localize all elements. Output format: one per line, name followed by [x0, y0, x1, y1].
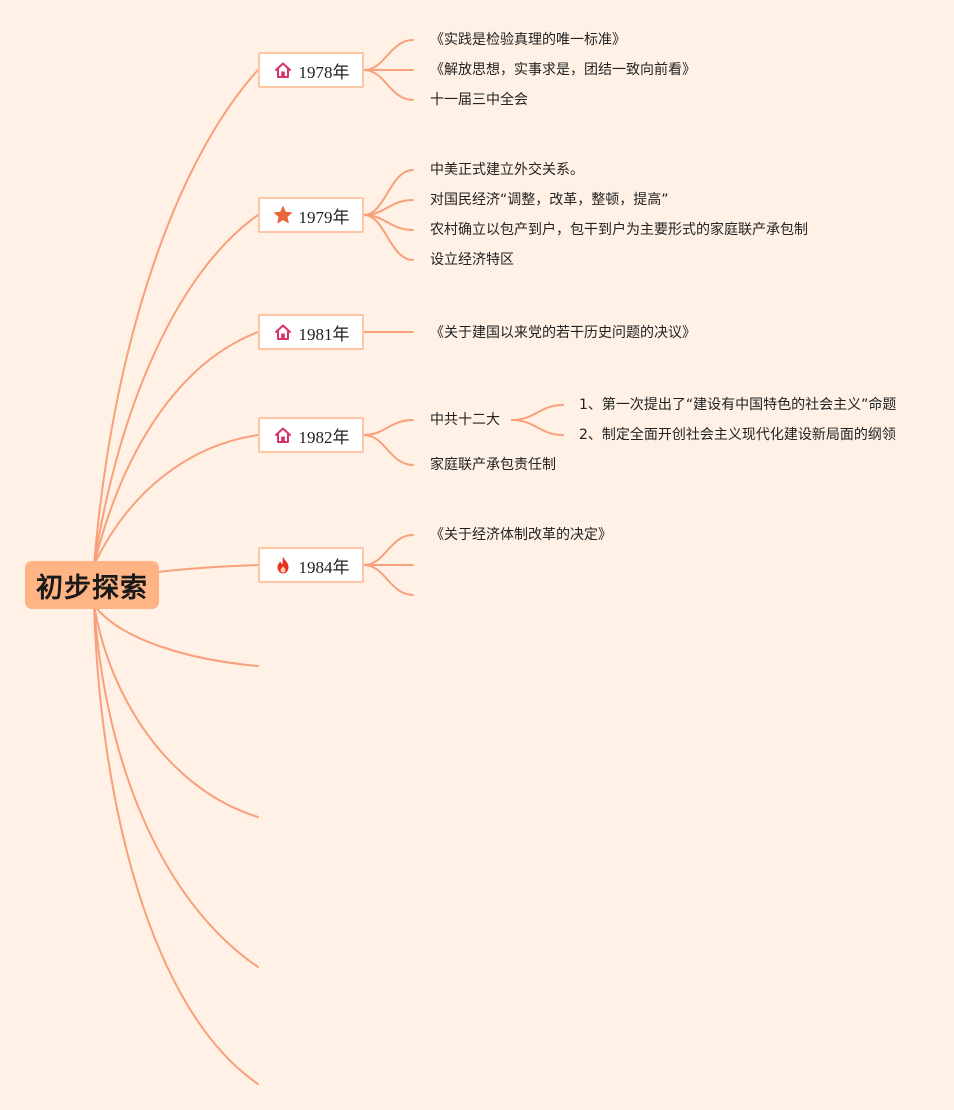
leaf-1981-1[interactable]: 《关于建国以来党的若干历史问题的决议》 — [430, 325, 696, 341]
leaf-1979-2[interactable]: 对国民经济“调整，改革，整顿，提高” — [430, 192, 669, 208]
leaf-1979-1[interactable]: 中美正式建立外交关系。 — [430, 162, 584, 178]
leaf-1978-1[interactable]: 《实践是检验真理的唯一标准》 — [430, 32, 626, 48]
branch-1979 — [93, 214, 259, 566]
home-icon — [273, 322, 293, 342]
branch-1984 — [157, 564, 259, 573]
star-icon — [273, 205, 293, 225]
year-label: 1984年 — [298, 557, 350, 577]
fire-icon — [273, 555, 293, 575]
year-node-1979[interactable]: 1979年 — [258, 197, 364, 233]
leaf-1982-2[interactable]: 家庭联产承包责任制 — [430, 457, 556, 473]
subleaf-1982-1[interactable]: 1、第一次提出了“建设有中国特色的社会主义”命题 — [579, 397, 897, 413]
year-label: 1979年 — [298, 207, 350, 227]
year-node-1982[interactable]: 1982年 — [258, 417, 364, 453]
branch-empty-3 — [93, 604, 259, 968]
root-title: 初步探索 — [36, 572, 148, 604]
leaf-1982-1[interactable]: 中共十二大 — [430, 412, 500, 428]
leaf-1984-1[interactable]: 《关于经济体制改革的决定》 — [430, 527, 612, 543]
year-node-1984[interactable]: 1984年 — [258, 547, 364, 583]
year-label: 1978年 — [298, 62, 350, 82]
home-icon — [273, 60, 293, 80]
branch-1982 — [93, 434, 259, 566]
branch-1981 — [93, 331, 259, 566]
leaf-1979-3[interactable]: 农村确立以包产到户，包干到户为主要形式的家庭联产承包制 — [430, 222, 808, 238]
year-label: 1982年 — [298, 427, 350, 447]
branch-empty-1 — [93, 604, 259, 667]
year-label: 1981年 — [298, 324, 350, 344]
leaf-1979-4[interactable]: 设立经济特区 — [430, 252, 514, 268]
root-topic[interactable]: 初步探索 — [25, 561, 159, 609]
year-node-1981[interactable]: 1981年 — [258, 314, 364, 350]
home-icon — [273, 425, 293, 445]
branch-empty-4 — [93, 604, 259, 1085]
branch-1978 — [93, 69, 259, 566]
leaf-1978-3[interactable]: 十一届三中全会 — [430, 92, 528, 108]
subleaf-1982-2[interactable]: 2、制定全面开创社会主义现代化建设新局面的纲领 — [579, 427, 896, 443]
leaf-1978-2[interactable]: 《解放思想，实事求是，团结一致向前看》 — [430, 62, 696, 78]
year-node-1978[interactable]: 1978年 — [258, 52, 364, 88]
branch-empty-2 — [93, 604, 259, 818]
